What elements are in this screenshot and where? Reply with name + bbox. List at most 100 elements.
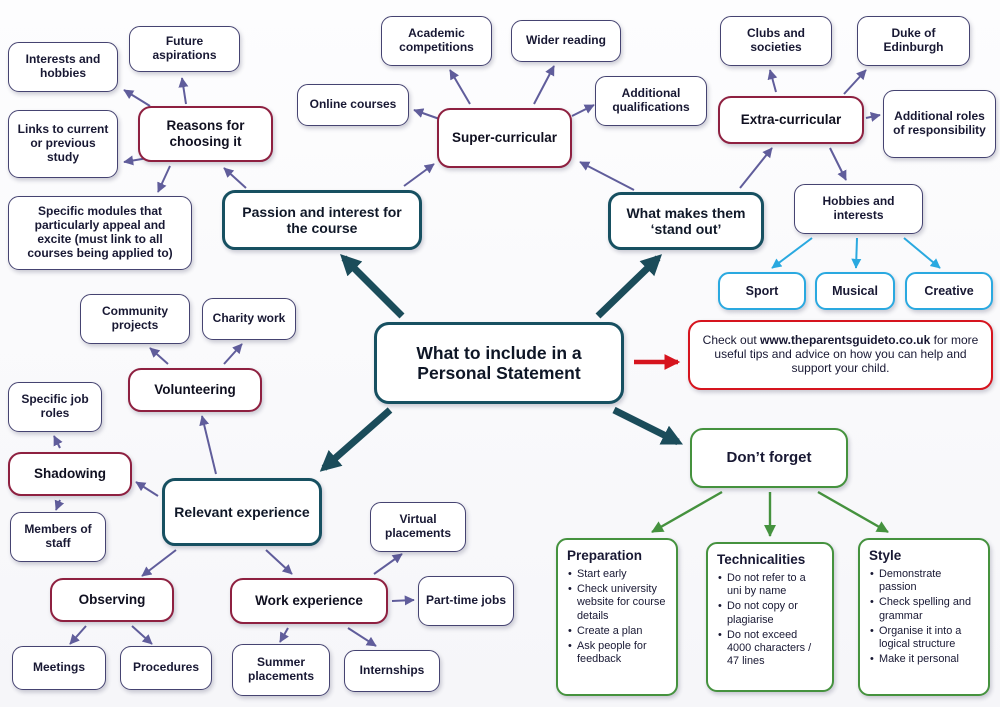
- arrow-reasons-to-modules: [157, 165, 171, 193]
- node-additional-qualifications: Additional qualifications: [595, 76, 707, 126]
- arrow-volunteering-to-charity: [223, 343, 243, 365]
- node-future-aspirations: Future aspirations: [129, 26, 240, 72]
- arrow-shadowing-to-members: [54, 499, 65, 511]
- arrow-standout-to-supercurricular: [579, 161, 635, 191]
- node-interests-and-hobbies: Interests and hobbies: [8, 42, 118, 92]
- node-center-title: What to include in a Personal Statement: [374, 322, 624, 404]
- node-specific-modules: Specific modules that particularly appea…: [8, 196, 192, 270]
- detail-title: Style: [869, 548, 902, 563]
- arrow-standout-to-extracurricular: [739, 147, 773, 189]
- node-internships: Internships: [344, 650, 440, 692]
- node-duke-of-edinburgh: Duke of Edinburgh: [857, 16, 970, 66]
- node-relevant-experience: Relevant experience: [162, 478, 322, 546]
- checkout-text-suffix: for more useful tips and advice on how y…: [714, 333, 979, 375]
- arrow-shadowing-to-jobroles: [53, 435, 63, 449]
- node-online-courses: Online courses: [297, 84, 409, 126]
- node-wider-reading: Wider reading: [511, 20, 621, 62]
- arrow-super-to-academic: [449, 69, 471, 105]
- arrow-passion-to-reasons: [223, 167, 247, 189]
- node-meetings: Meetings: [12, 646, 106, 690]
- arrow-relevant-to-observing: [141, 549, 177, 577]
- node-community-projects: Community projects: [80, 294, 190, 344]
- arrow-passion-to-supercurricular: [403, 163, 435, 187]
- node-dont-forget: Don’t forget: [690, 428, 848, 488]
- arrow-extra-to-additional-roles: [865, 112, 881, 122]
- arrow-reasons-to-aspirations: [178, 77, 189, 105]
- node-summer-placements: Summer placements: [232, 644, 330, 696]
- node-volunteering: Volunteering: [128, 368, 262, 412]
- checkout-text-wrap: Check out www.theparentsguideto.co.uk fo…: [700, 333, 981, 376]
- arrow-dontforget-to-preparation: [651, 490, 723, 534]
- node-super-curricular: Super-curricular: [437, 108, 572, 168]
- detail-title: Technicalities: [717, 552, 806, 567]
- bullet-item: Create a plan: [567, 625, 667, 639]
- node-virtual-placements: Virtual placements: [370, 502, 466, 552]
- node-extra-curricular: Extra-curricular: [718, 96, 864, 144]
- arrow-relevant-to-shadowing: [135, 481, 159, 497]
- arrow-center-to-dontforget: [612, 406, 684, 446]
- bullet-item: Do not copy or plagiarise: [717, 600, 823, 627]
- arrow-observing-to-meetings: [69, 625, 87, 645]
- arrow-super-to-wider-reading: [533, 65, 555, 105]
- node-academic-competitions: Academic competitions: [381, 16, 492, 66]
- bullet-item: Start early: [567, 568, 667, 582]
- bullet-item: Make it personal: [869, 653, 979, 667]
- arrow-hobbies-to-musical: [851, 237, 862, 269]
- arrow-center-to-standout: [595, 254, 663, 319]
- detail-box-preparation: Preparation Start earlyCheck university …: [556, 538, 678, 696]
- arrow-extra-to-hobbies: [829, 147, 847, 181]
- node-part-time-jobs: Part-time jobs: [418, 576, 514, 626]
- arrow-hobbies-to-creative: [903, 237, 941, 269]
- node-what-makes-them-stand-out: What makes them ‘stand out’: [608, 192, 764, 250]
- bullet-item: Demonstrate passion: [869, 568, 979, 595]
- node-clubs-and-societies: Clubs and societies: [720, 16, 832, 66]
- arrow-extra-to-clubs: [767, 69, 778, 93]
- node-hobbies-and-interests: Hobbies and interests: [794, 184, 923, 234]
- arrow-observing-to-procedures: [131, 625, 153, 645]
- arrow-relevant-to-workexperience: [265, 549, 293, 575]
- bullet-item: Check spelling and grammar: [869, 596, 979, 623]
- checkout-url: www.theparentsguideto.co.uk: [760, 333, 931, 348]
- node-reasons-for-choosing-it: Reasons for choosing it: [138, 106, 273, 162]
- arrow-center-to-relevant: [319, 407, 393, 472]
- checkout-callout: Check out www.theparentsguideto.co.uk fo…: [688, 320, 993, 390]
- node-links-to-current-or-previous-study: Links to current or previous study: [8, 110, 118, 178]
- detail-title: Preparation: [567, 548, 643, 563]
- node-charity-work: Charity work: [202, 298, 296, 340]
- bullet-item: Check university website for course deta…: [567, 583, 667, 623]
- node-musical: Musical: [815, 272, 895, 310]
- bullet-item: Organise it into a logical structure: [869, 625, 979, 652]
- arrow-hobbies-to-sport: [771, 237, 813, 269]
- node-shadowing: Shadowing: [8, 452, 132, 496]
- bullet-item: Do not refer to a uni by name: [717, 572, 823, 599]
- arrow-workexp-to-internships: [347, 627, 377, 647]
- arrow-dontforget-to-style: [817, 490, 889, 534]
- node-passion-and-interest: Passion and interest for the course: [222, 190, 422, 250]
- bullet-item: Ask people for feedback: [567, 640, 667, 667]
- arrow-reasons-to-interests: [123, 89, 151, 107]
- bullet-list-technicalities: Do not refer to a uni by nameDo not copy…: [717, 572, 823, 671]
- node-procedures: Procedures: [120, 646, 212, 690]
- node-sport: Sport: [718, 272, 806, 310]
- bullet-item: Do not exceed 4000 characters / 47 lines: [717, 629, 823, 669]
- checkout-text-prefix: Check out: [702, 333, 761, 348]
- node-creative: Creative: [905, 272, 993, 310]
- arrow-workexp-to-parttime: [391, 595, 415, 606]
- node-additional-roles-of-responsibility: Additional roles of responsibility: [883, 90, 996, 158]
- bullet-list-preparation: Start earlyCheck university website for …: [567, 568, 667, 669]
- arrow-center-to-passion: [340, 254, 405, 319]
- arrow-extra-to-duke: [843, 69, 867, 95]
- node-work-experience: Work experience: [230, 578, 388, 624]
- arrow-relevant-to-volunteering: [199, 415, 217, 475]
- arrow-workexp-to-summer: [279, 627, 289, 643]
- detail-box-technicalities: Technicalities Do not refer to a uni by …: [706, 542, 834, 692]
- arrow-super-to-additional-qualifications: [571, 104, 595, 117]
- bullet-list-style: Demonstrate passionCheck spelling and gr…: [869, 568, 979, 669]
- arrow-volunteering-to-community: [149, 347, 169, 365]
- detail-box-style: Style Demonstrate passionCheck spelling …: [858, 538, 990, 696]
- node-members-of-staff: Members of staff: [10, 512, 106, 562]
- node-specific-job-roles: Specific job roles: [8, 382, 102, 432]
- node-observing: Observing: [50, 578, 174, 622]
